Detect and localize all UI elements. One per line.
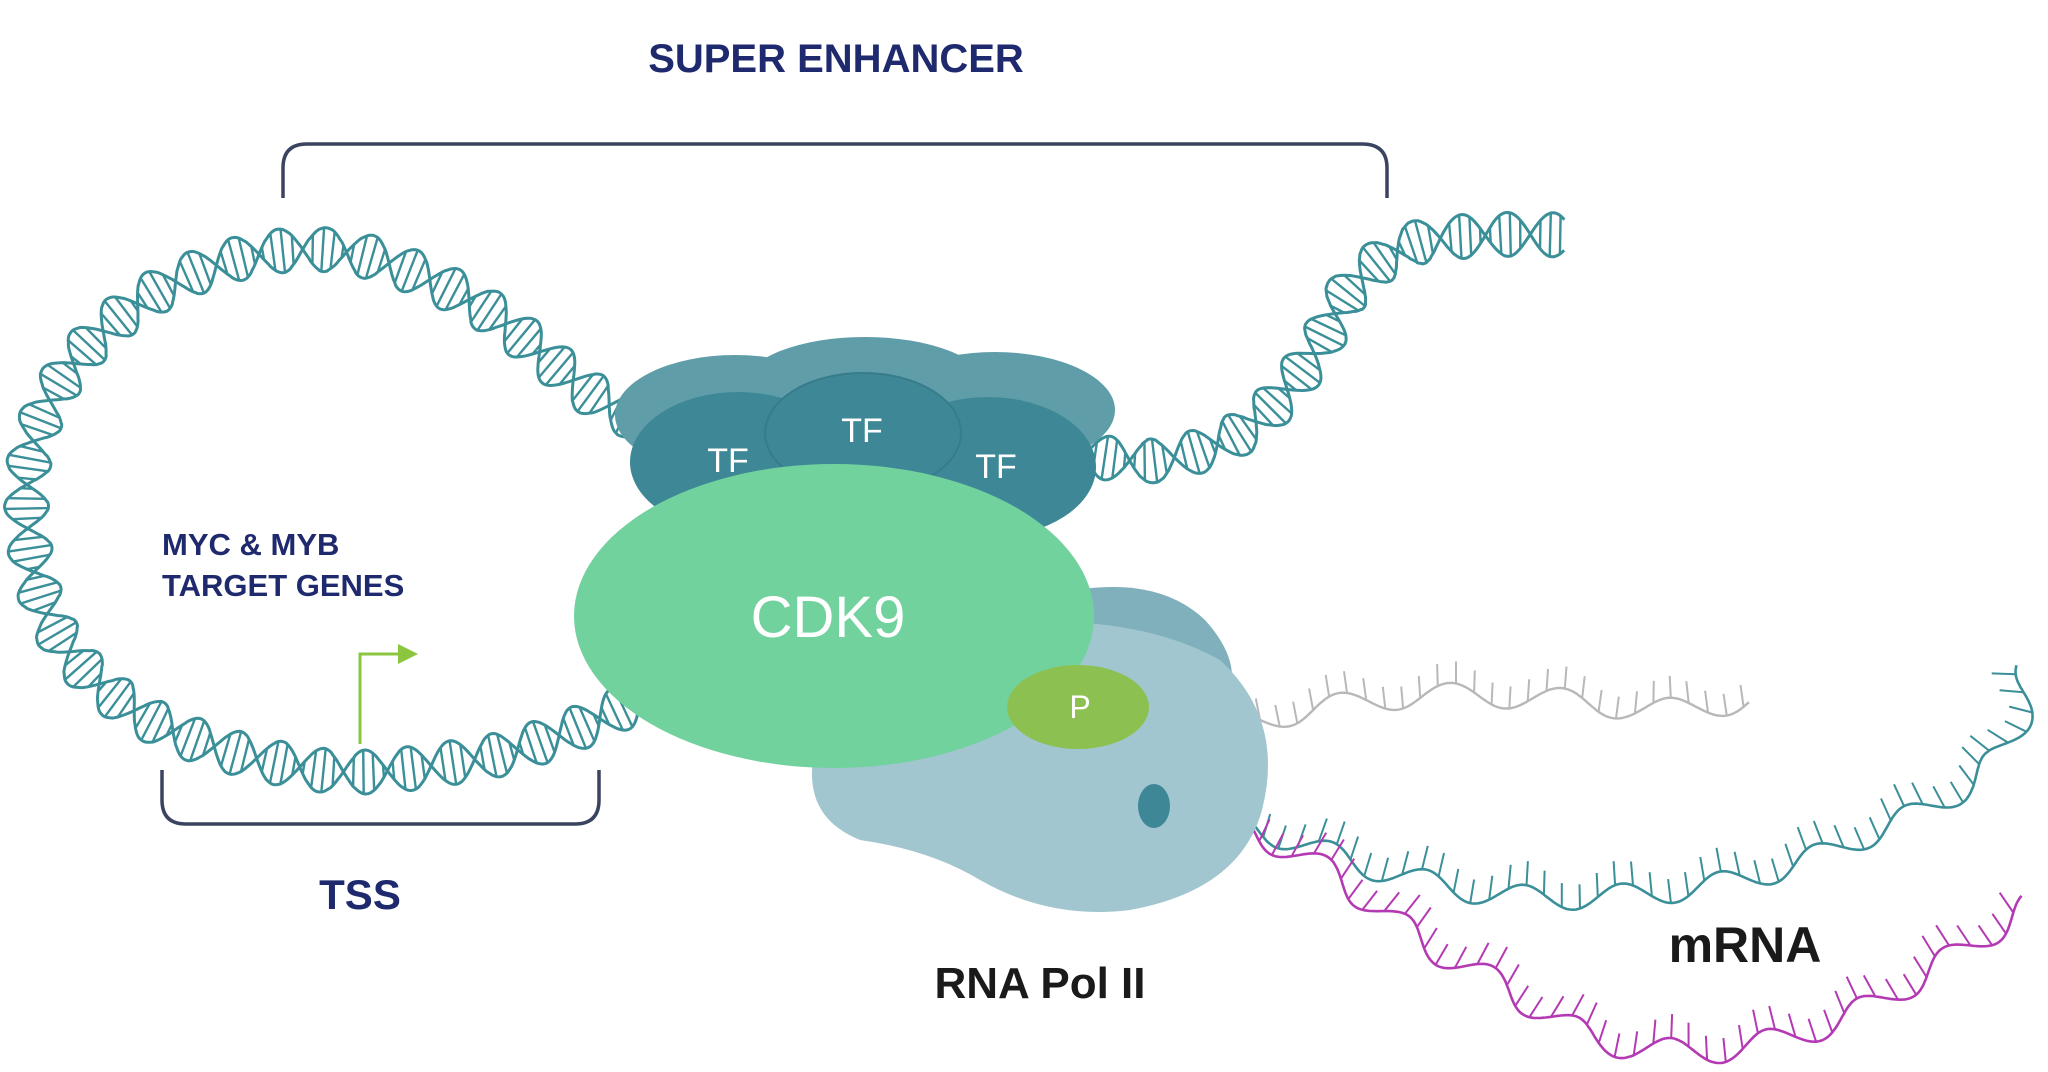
target-genes-label-line1: MYC & MYB (162, 527, 339, 562)
dna-right-helix (1083, 210, 1566, 485)
phospho-label: P (1069, 689, 1090, 725)
cdk9-ellipse (574, 464, 1094, 768)
super-enhancer-label: SUPER ENHANCER (648, 37, 1024, 81)
cdk9-label: CDK9 (751, 585, 906, 650)
phospho-ellipse (1007, 665, 1149, 749)
target-genes-label-line2: TARGET GENES (162, 568, 404, 603)
template-dna-strand (1159, 664, 2034, 911)
mrna-label: mRNA (1669, 917, 1822, 973)
gray-dna-strand (1254, 661, 1750, 729)
tf-left-label: TF (707, 442, 749, 480)
tss-label: TSS (319, 871, 401, 918)
mrna-strand (1158, 776, 2023, 1065)
rna-exit-channel (1138, 784, 1170, 828)
super-enhancer-bracket (281, 142, 1389, 198)
tf-right-label: TF (975, 448, 1017, 486)
tss-bracket (160, 770, 601, 826)
dna-loop-helix (2, 226, 692, 796)
rna-pol-ii-label: RNA Pol II (934, 959, 1145, 1008)
tf-center-label: TF (841, 412, 883, 450)
tss-arrow-icon (358, 652, 400, 744)
tss-arrow-head (398, 644, 418, 664)
